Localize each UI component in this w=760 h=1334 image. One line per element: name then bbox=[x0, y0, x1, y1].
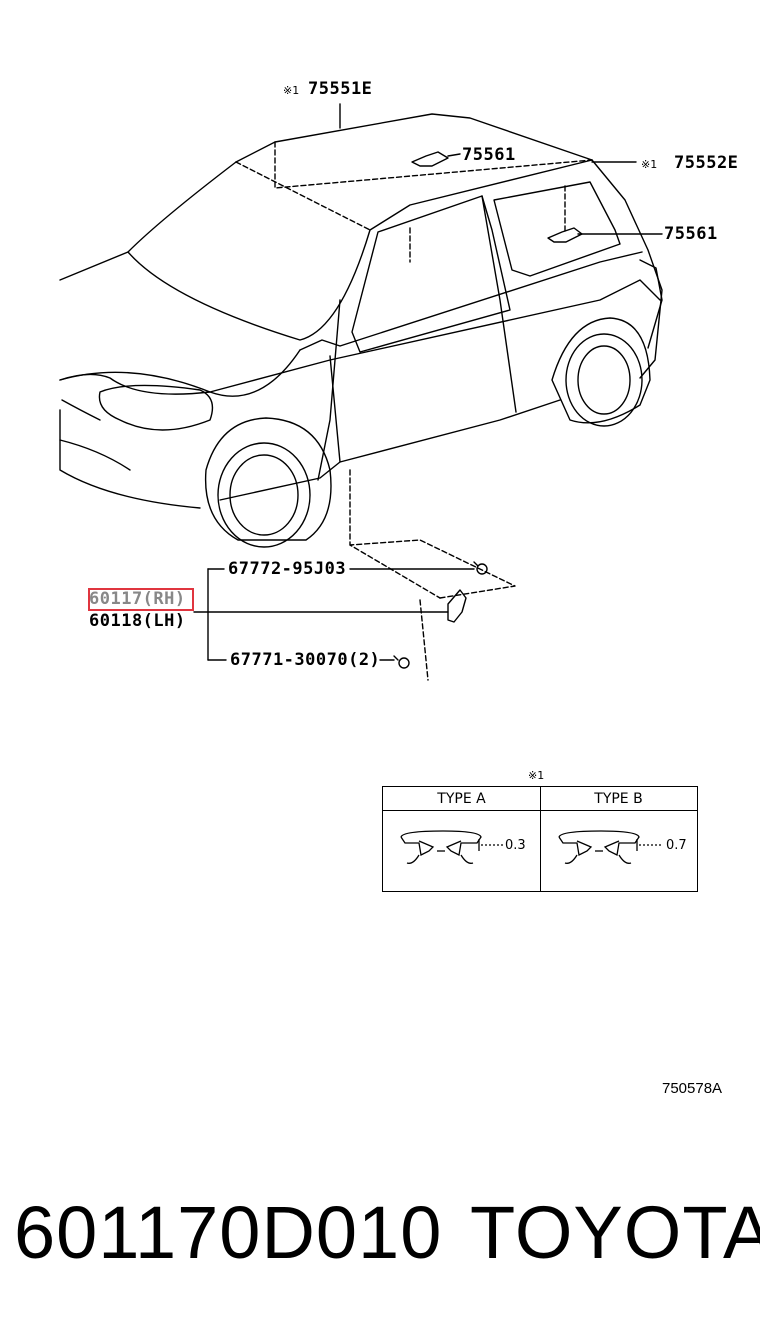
footer-brand: TOYOTA bbox=[470, 1191, 760, 1274]
mudguard-lh-label: 60118(LH) bbox=[89, 611, 186, 631]
roof-ref-symbol: ※1 bbox=[283, 84, 300, 97]
type-table: TYPE A TYPE B 0.3 0.7 bbox=[382, 786, 698, 892]
roof-part-label: 75551E bbox=[308, 79, 373, 99]
type-profiles bbox=[400, 830, 661, 864]
table-divider bbox=[540, 787, 541, 891]
type-b-dimension: 0.7 bbox=[666, 838, 687, 853]
side-part-label: 75552E bbox=[674, 153, 739, 173]
bolt-part-label: 67772-95J03 bbox=[228, 559, 347, 579]
type-b-header: TYPE B bbox=[540, 787, 697, 811]
type-a-dimension: 0.3 bbox=[505, 838, 526, 853]
highlighted-part-box bbox=[88, 588, 194, 611]
mudguard-rh-label[interactable]: 60117(RH) bbox=[89, 589, 186, 609]
side-clip-label: 75561 bbox=[664, 224, 718, 244]
car-illustration bbox=[59, 103, 663, 681]
roof-clip-label: 75561 bbox=[462, 145, 516, 165]
clip-part-label: 67771-30070(2) bbox=[230, 650, 381, 670]
footer-part-number: 601170D010 bbox=[14, 1191, 443, 1274]
side-ref-symbol: ※1 bbox=[641, 158, 658, 171]
type-a-header: TYPE A bbox=[383, 787, 540, 811]
diagram-code: 750578A bbox=[662, 1080, 723, 1097]
table-ref-symbol: ※1 bbox=[528, 769, 545, 782]
